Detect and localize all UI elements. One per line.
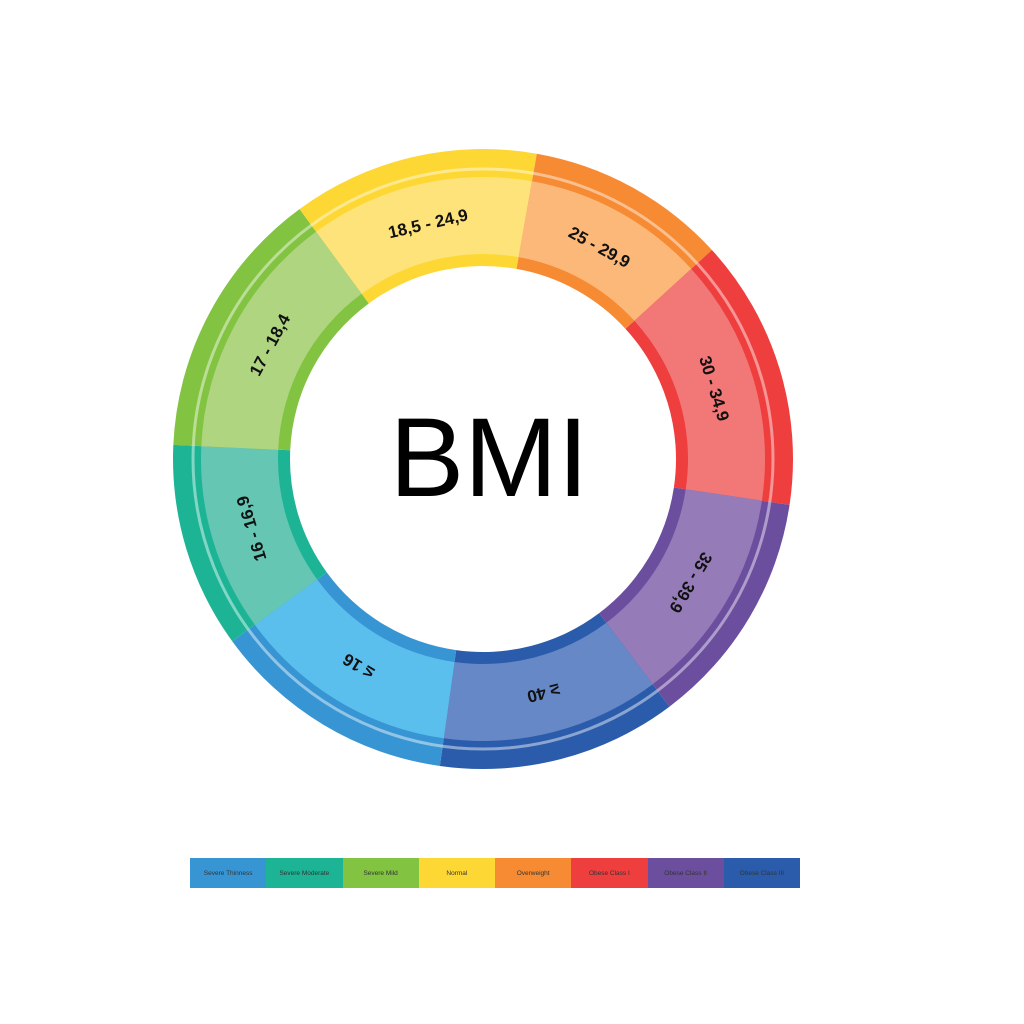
ring-divider-line: [191, 167, 775, 751]
ring-segment-highlight: [200, 446, 318, 625]
legend-item: Obese Class I: [571, 858, 648, 888]
ring-segment-highlight: [634, 268, 765, 501]
legend-item: Severe Mild: [342, 858, 419, 888]
legend-item: Obese Class II: [647, 858, 724, 888]
ring-segment-highlight: [316, 177, 532, 294]
ring-segment-highlight: [443, 622, 653, 742]
legend-item: Normal: [418, 858, 495, 888]
legend-item: Severe Moderate: [266, 858, 343, 888]
bmi-title: BMI: [389, 395, 588, 520]
ring-segment-highlight: [518, 181, 692, 321]
ring-segment-highlight: [254, 579, 455, 739]
legend-item: Severe Thinness: [190, 858, 267, 888]
legend-item: Obese Class III: [723, 858, 800, 888]
legend-item: Overweight: [495, 858, 572, 888]
ring-segment-highlight: [201, 231, 362, 450]
ring-segment-highlight: [606, 489, 762, 685]
